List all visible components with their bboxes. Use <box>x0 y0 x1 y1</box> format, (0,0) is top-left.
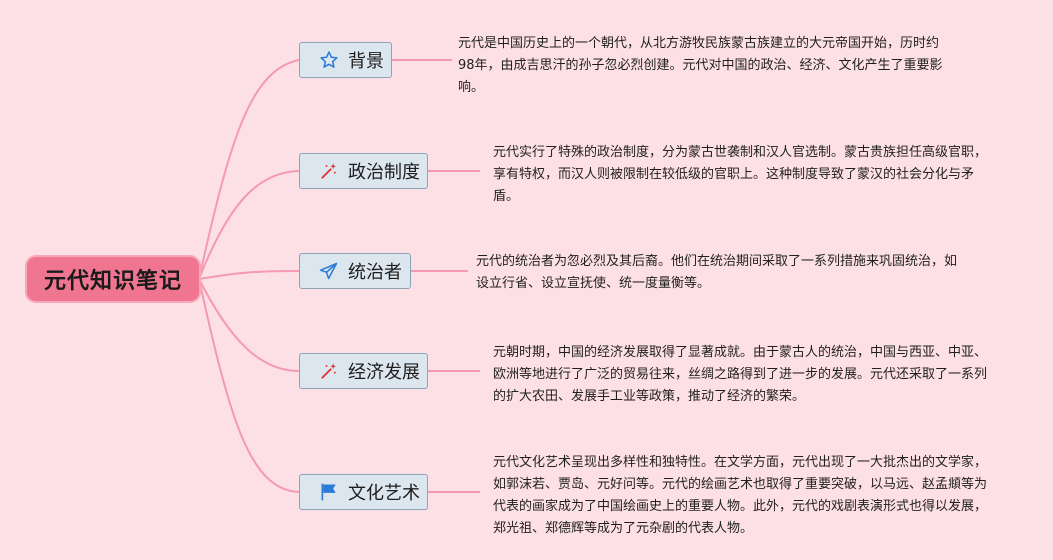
note-culture-art: 元代文化艺术呈现出多样性和独特性。在文学方面，元代出现了一大批杰出的文学家，如郭… <box>493 455 988 536</box>
magic-wand-icon <box>318 360 340 382</box>
topic-label: 统治者 <box>348 262 402 283</box>
topic-culture-art[interactable]: 文化艺术 <box>299 474 428 510</box>
flag-icon <box>318 481 340 503</box>
topic-label: 背景 <box>348 51 384 72</box>
topic-economy[interactable]: 经济发展 <box>299 353 428 389</box>
note-rulers: 元代的统治者为忽必烈及其后裔。他们在统治期间采取了一系列措施来巩固统治，如设立行… <box>476 254 958 291</box>
topic-rulers[interactable]: 统治者 <box>299 253 411 289</box>
paper-plane-icon <box>318 260 340 282</box>
link-root-topic-3 <box>198 270 300 280</box>
topic-label: 文化艺术 <box>348 483 420 504</box>
note-background: 元代是中国历史上的一个朝代，从北方游牧民族蒙古族建立的大元帝国开始，历时约98年… <box>458 36 943 95</box>
star-icon <box>318 49 340 71</box>
root-title: 元代知识笔记 <box>43 269 182 294</box>
link-root-topic-2 <box>198 170 300 280</box>
magic-wand-icon <box>318 160 340 182</box>
topic-political-system[interactable]: 政治制度 <box>299 153 428 189</box>
topic-background[interactable]: 背景 <box>299 42 392 78</box>
link-root-topic-5 <box>198 278 300 493</box>
topic-label: 经济发展 <box>348 362 420 383</box>
link-root-topic-1 <box>198 59 300 280</box>
root-node[interactable]: 元代知识笔记 <box>27 257 199 301</box>
note-political-system: 元代实行了特殊的政治制度，分为蒙古世袭制和汉人官选制。蒙古贵族担任高级官职，享有… <box>493 145 988 204</box>
note-economy: 元朝时期，中国的经济发展取得了显著成就。由于蒙古人的统治，中国与西亚、中亚、欧洲… <box>493 345 988 404</box>
topic-label: 政治制度 <box>348 162 420 183</box>
link-root-topic-4 <box>198 278 300 372</box>
